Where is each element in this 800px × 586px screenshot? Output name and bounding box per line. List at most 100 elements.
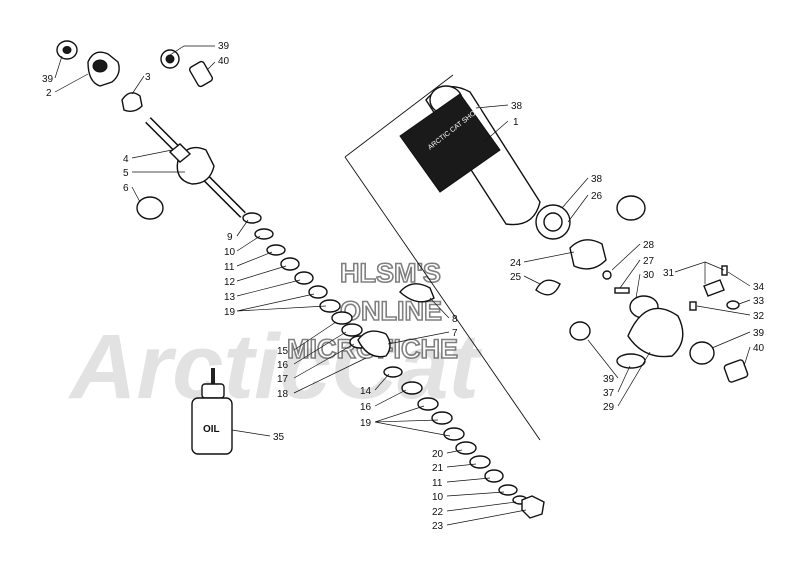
shim-9 xyxy=(242,212,262,224)
leader-line xyxy=(567,194,589,223)
leader-line xyxy=(561,177,589,209)
leader-line xyxy=(206,61,216,71)
callout-2: 2 xyxy=(46,88,52,99)
reservoir-body-29 xyxy=(627,307,684,358)
callout-31: 31 xyxy=(663,268,675,279)
callout-38: 38 xyxy=(511,101,523,112)
leader-line xyxy=(611,243,641,271)
leader-line xyxy=(446,449,463,454)
leader-line xyxy=(617,351,651,407)
leader-line xyxy=(429,297,450,319)
clip-37 xyxy=(616,353,646,369)
subassembly-frame-top xyxy=(344,74,454,158)
bottle-body xyxy=(191,397,233,455)
shim-20 xyxy=(455,441,477,455)
callout-14: 14 xyxy=(360,386,372,397)
collar-bore xyxy=(543,212,563,232)
callout-11: 11 xyxy=(224,262,235,273)
shim-19d xyxy=(431,411,453,425)
callout-18: 18 xyxy=(277,389,289,400)
leader-line xyxy=(54,73,89,93)
leader-line xyxy=(727,271,751,287)
leader-line xyxy=(446,509,527,526)
callout-27: 27 xyxy=(643,256,655,267)
callout-12: 12 xyxy=(224,277,236,288)
callout-39: 39 xyxy=(218,41,230,52)
bushing-bore xyxy=(165,54,175,64)
callout-20: 20 xyxy=(432,449,444,460)
leader-line xyxy=(446,463,477,468)
leader-line xyxy=(236,219,249,237)
shaft-assembly xyxy=(136,117,246,220)
piston-band-8 xyxy=(399,283,435,303)
callout-1: 1 xyxy=(513,117,519,128)
leader-line xyxy=(523,275,541,285)
reservoir-group xyxy=(535,195,749,383)
callout-labels: 39 40 39 2 3 4 5 6 9 10 11 12 13 19 15 1… xyxy=(42,41,765,532)
watermark-brand: ArcticCat xyxy=(68,316,482,418)
retainer-25 xyxy=(535,279,561,296)
callout-32: 32 xyxy=(753,311,765,322)
callout-16: 16 xyxy=(277,360,289,371)
shim-19e xyxy=(443,427,465,441)
callout-23: 23 xyxy=(432,521,444,532)
leader-line xyxy=(293,331,347,365)
piston-7 xyxy=(357,330,391,358)
oil-bottle-35: OIL xyxy=(191,368,233,455)
nut-4 xyxy=(168,143,192,163)
bottle-cap xyxy=(201,383,225,399)
valve-31 xyxy=(703,279,725,297)
shim-15 xyxy=(331,311,353,325)
leader-line xyxy=(293,343,355,379)
callout-11: 11 xyxy=(432,478,443,489)
leader-line xyxy=(236,279,301,297)
shaft-eye-group xyxy=(56,40,214,113)
leader-line xyxy=(54,55,63,79)
cap-32 xyxy=(689,301,697,311)
leader-lines xyxy=(54,45,751,526)
leader-line xyxy=(293,357,367,394)
leader-line xyxy=(446,491,505,497)
callout-33: 33 xyxy=(753,296,765,307)
callout-40: 40 xyxy=(753,343,765,354)
decal-38 xyxy=(399,93,501,193)
leader-line xyxy=(131,149,173,159)
callout-29: 29 xyxy=(603,402,615,413)
leader-line xyxy=(236,235,261,252)
callout-39: 39 xyxy=(42,74,54,85)
oil-label: OIL xyxy=(203,424,220,435)
callout-8: 8 xyxy=(452,314,458,325)
leader-line xyxy=(738,299,751,305)
screw-34 xyxy=(721,265,728,276)
callout-21: 21 xyxy=(432,463,444,474)
leader-line xyxy=(374,373,390,391)
bushing-bore xyxy=(62,46,72,54)
callout-3: 3 xyxy=(145,72,151,83)
shim-13 xyxy=(294,271,314,285)
callout-22: 22 xyxy=(432,507,444,518)
leader-line xyxy=(293,321,337,351)
leader-line xyxy=(587,339,619,379)
leader-line xyxy=(711,331,751,349)
shim-19c xyxy=(417,397,439,411)
nut-23 xyxy=(521,495,545,519)
callout-40: 40 xyxy=(218,56,230,67)
callout-13: 13 xyxy=(224,292,236,303)
shim-stack-left xyxy=(242,212,435,358)
leader-line xyxy=(523,251,575,263)
callout-15: 15 xyxy=(277,346,289,357)
callout-19: 19 xyxy=(224,307,236,318)
callout-7: 7 xyxy=(452,328,458,339)
leader-line xyxy=(475,104,509,109)
sleeve-40 xyxy=(188,60,214,88)
shim-12 xyxy=(280,257,300,271)
callout-26: 26 xyxy=(591,191,603,202)
leader-line xyxy=(446,477,491,483)
bushing-39d xyxy=(689,341,715,365)
leader-line xyxy=(617,365,631,393)
bushing-39c xyxy=(569,321,591,341)
callout-10: 10 xyxy=(224,247,236,258)
leader-line xyxy=(374,405,451,437)
callout-30: 30 xyxy=(643,270,655,281)
